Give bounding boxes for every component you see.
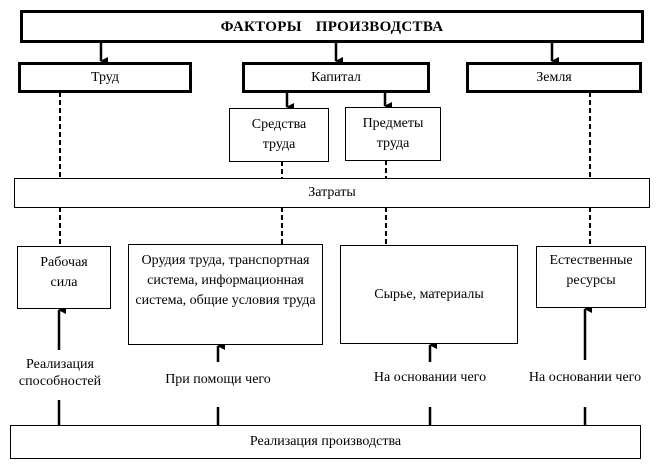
objects-of-labor: Предметы труда	[345, 107, 441, 161]
relation-label-basis: На основании чего	[372, 369, 488, 386]
factor-land: Земля	[466, 62, 642, 93]
up-arrows	[57, 305, 592, 425]
factor-labor: Труд	[18, 62, 192, 93]
relation-label-by-means: При помощи чего	[160, 371, 276, 388]
natural-resources: Естественные ресурсы	[536, 246, 646, 308]
relation-label-abilities: Реализация способностей	[8, 356, 112, 390]
means-of-labor: Средства труда	[229, 108, 329, 162]
factors-title-box: ФАКТОРЫ ПРОИЗВОДСТВА	[20, 10, 644, 43]
down-arrows	[99, 42, 559, 111]
dashed-links	[59, 92, 591, 246]
tools-of-labor: Орудия труда, транспортная система, инфо…	[128, 244, 323, 345]
raw-materials: Сырье, материалы	[340, 245, 518, 344]
production-realization-box: Реализация производства	[10, 425, 641, 459]
labor-force: Рабочая сила	[17, 246, 111, 309]
costs-box: Затраты	[14, 178, 650, 208]
factor-capital: Капитал	[242, 62, 430, 93]
relation-label-basis-natural: На основании чего	[527, 369, 643, 401]
